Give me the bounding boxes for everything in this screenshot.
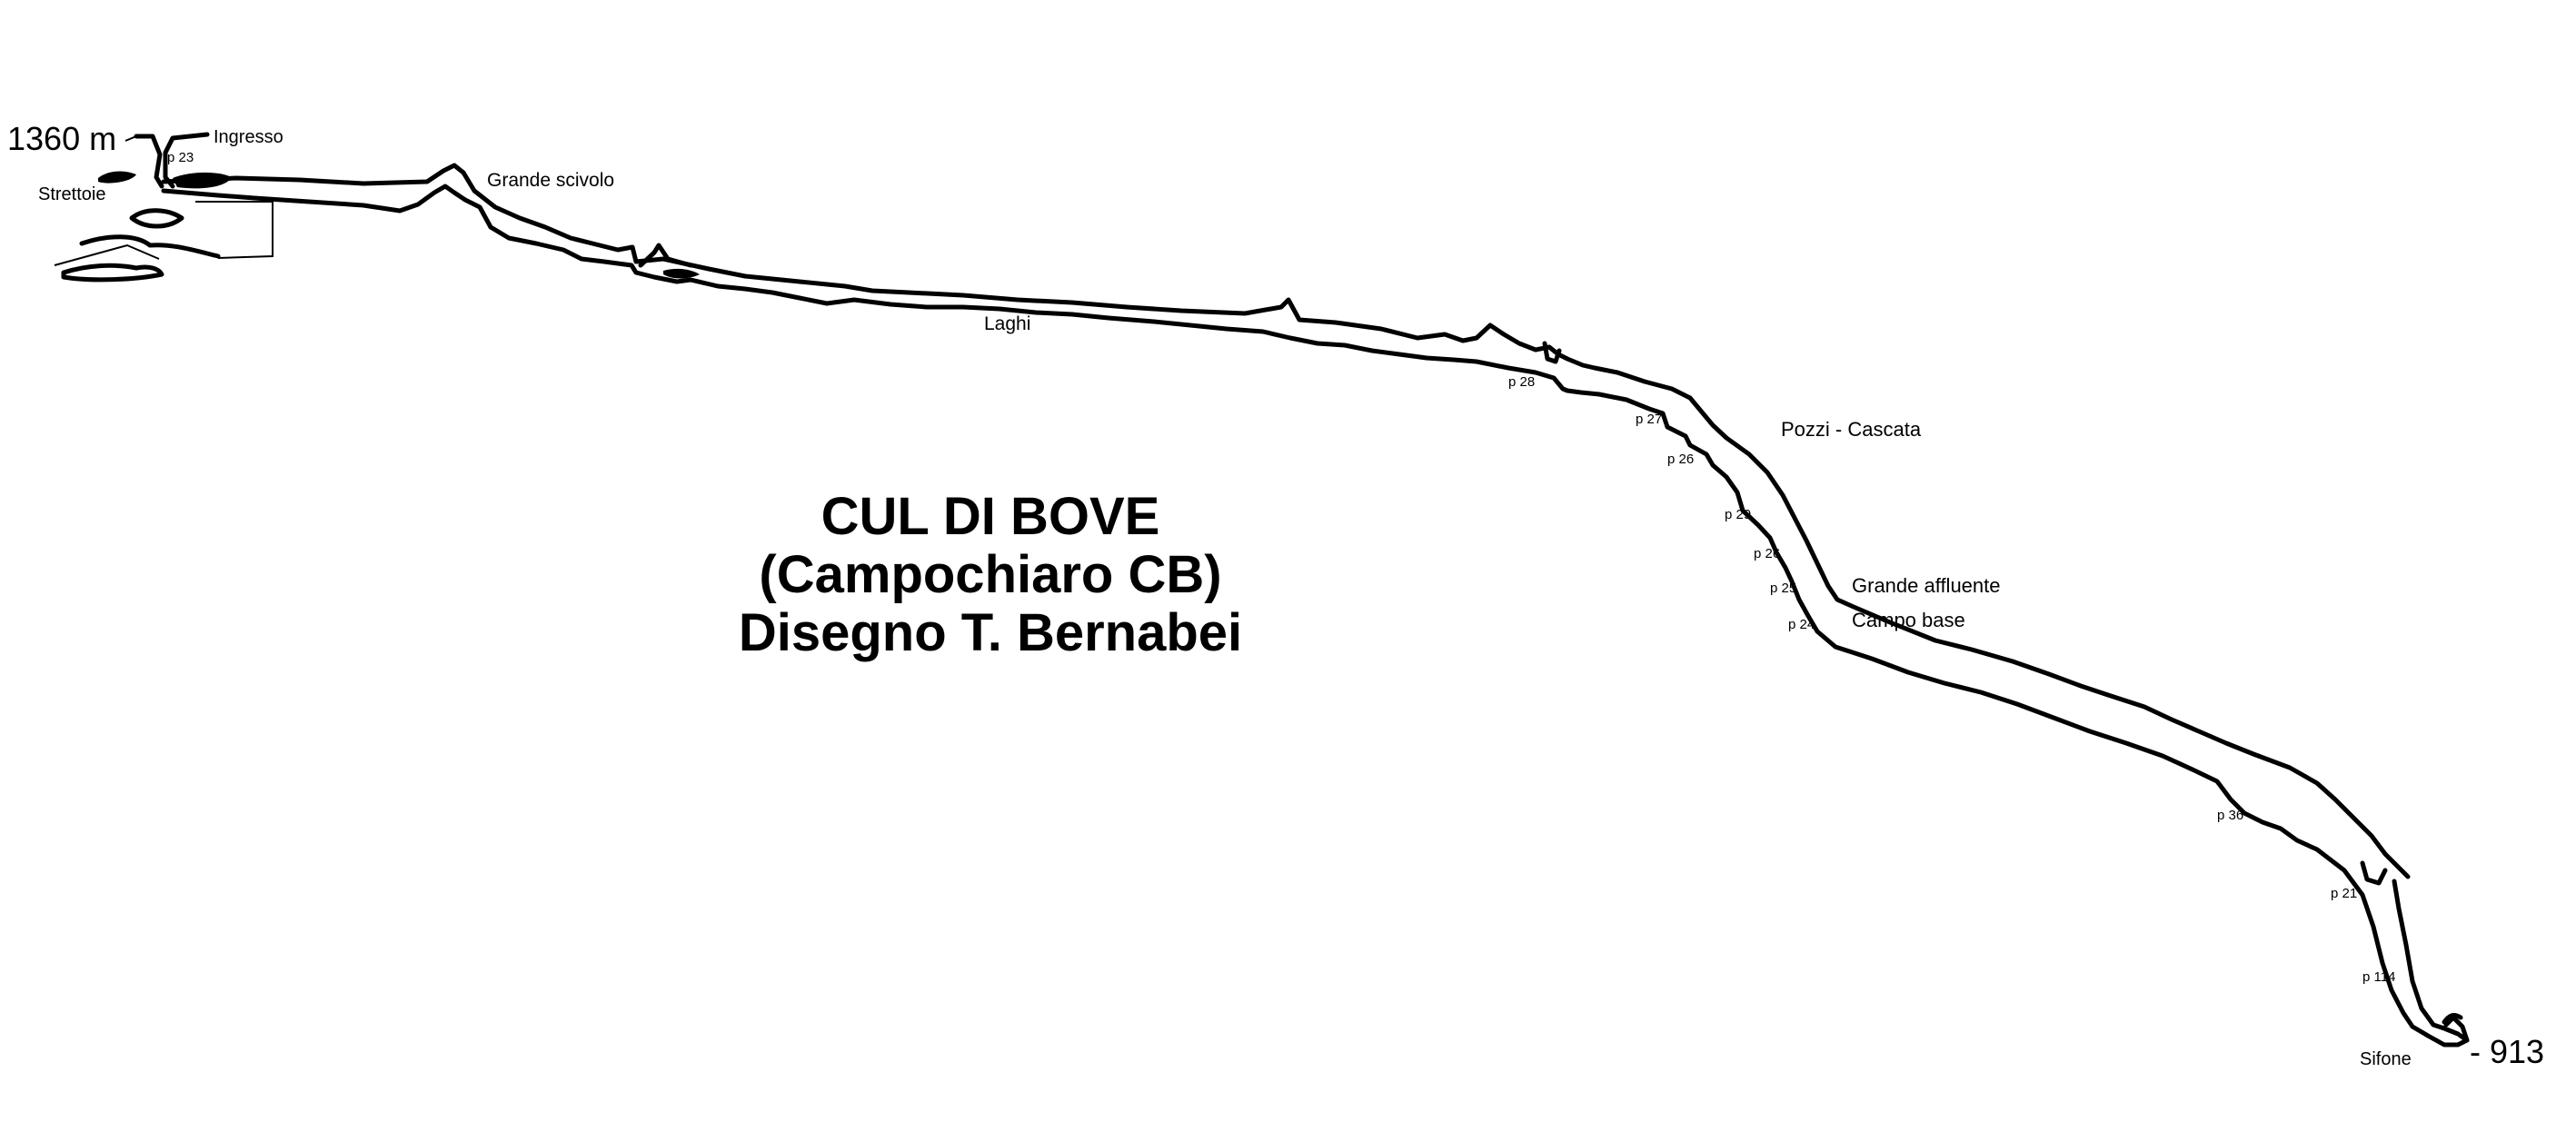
entrance-shaft-outer — [134, 134, 164, 189]
cave-roof-wall — [161, 163, 2411, 879]
pitch-label-p114: p 114 — [2362, 969, 2395, 985]
gallery-blob — [663, 268, 700, 279]
label-strettoie: Strettoie — [38, 184, 105, 204]
strettoie-passage-low2 — [61, 263, 164, 283]
pitch-label-p26b: p 26 — [1754, 546, 1780, 561]
elevation-top: 1360 m — [7, 120, 116, 157]
title-block: CUL DI BOVE (Campochiaro CB) Disegno T. … — [739, 487, 1242, 662]
label-pozzi-cascata: Pozzi - Cascata — [1781, 418, 1922, 441]
label-campo-base: Campo base — [1852, 609, 1965, 631]
pitch-label-p28: p 28 — [1508, 374, 1535, 390]
pitch-label-p24: p 24 — [1788, 617, 1815, 632]
elevation-top-leader — [124, 135, 137, 142]
pitch-label-p36: p 36 — [2217, 808, 2243, 823]
sump-pool — [2442, 1013, 2463, 1025]
pitch-label-p26a: p 26 — [1667, 452, 1694, 467]
gallery-lake-detail — [638, 243, 693, 268]
strettoie-blob — [98, 171, 136, 184]
title-line-3: Disegno T. Bernabei — [739, 603, 1242, 662]
label-grande-affluente: Grande affluente — [1852, 574, 2001, 597]
label-laghi: Laghi — [984, 313, 1030, 334]
p21-notch — [2360, 860, 2388, 886]
strettoie-connector — [54, 243, 160, 266]
title-line-2: (Campochiaro CB) — [759, 545, 1221, 604]
deep-shaft-right-wall — [2392, 879, 2470, 1043]
pitch-label-p21: p 21 — [2331, 886, 2357, 901]
label-grande-scivolo: Grande scivolo — [487, 170, 614, 191]
strettoie-drop — [195, 201, 274, 259]
pozzi-notch — [1542, 341, 1562, 364]
pitch-label-p29: p 29 — [1725, 507, 1751, 522]
title-line-1: CUL DI BOVE — [821, 487, 1160, 546]
pitch-label-p27: p 27 — [1636, 412, 1662, 427]
strettoie-passage-lower — [79, 234, 221, 259]
elevation-bottom: - 913 — [2470, 1033, 2544, 1070]
label-ingresso: Ingresso — [214, 127, 283, 147]
strettoie-passage-upper — [129, 208, 184, 229]
label-sifone: Sifone — [2360, 1049, 2412, 1069]
cave-floor-wall — [161, 184, 2431, 1038]
pitch-label-p23: p 23 — [167, 150, 194, 165]
pitch-label-p25: p 25 — [1770, 581, 1796, 596]
